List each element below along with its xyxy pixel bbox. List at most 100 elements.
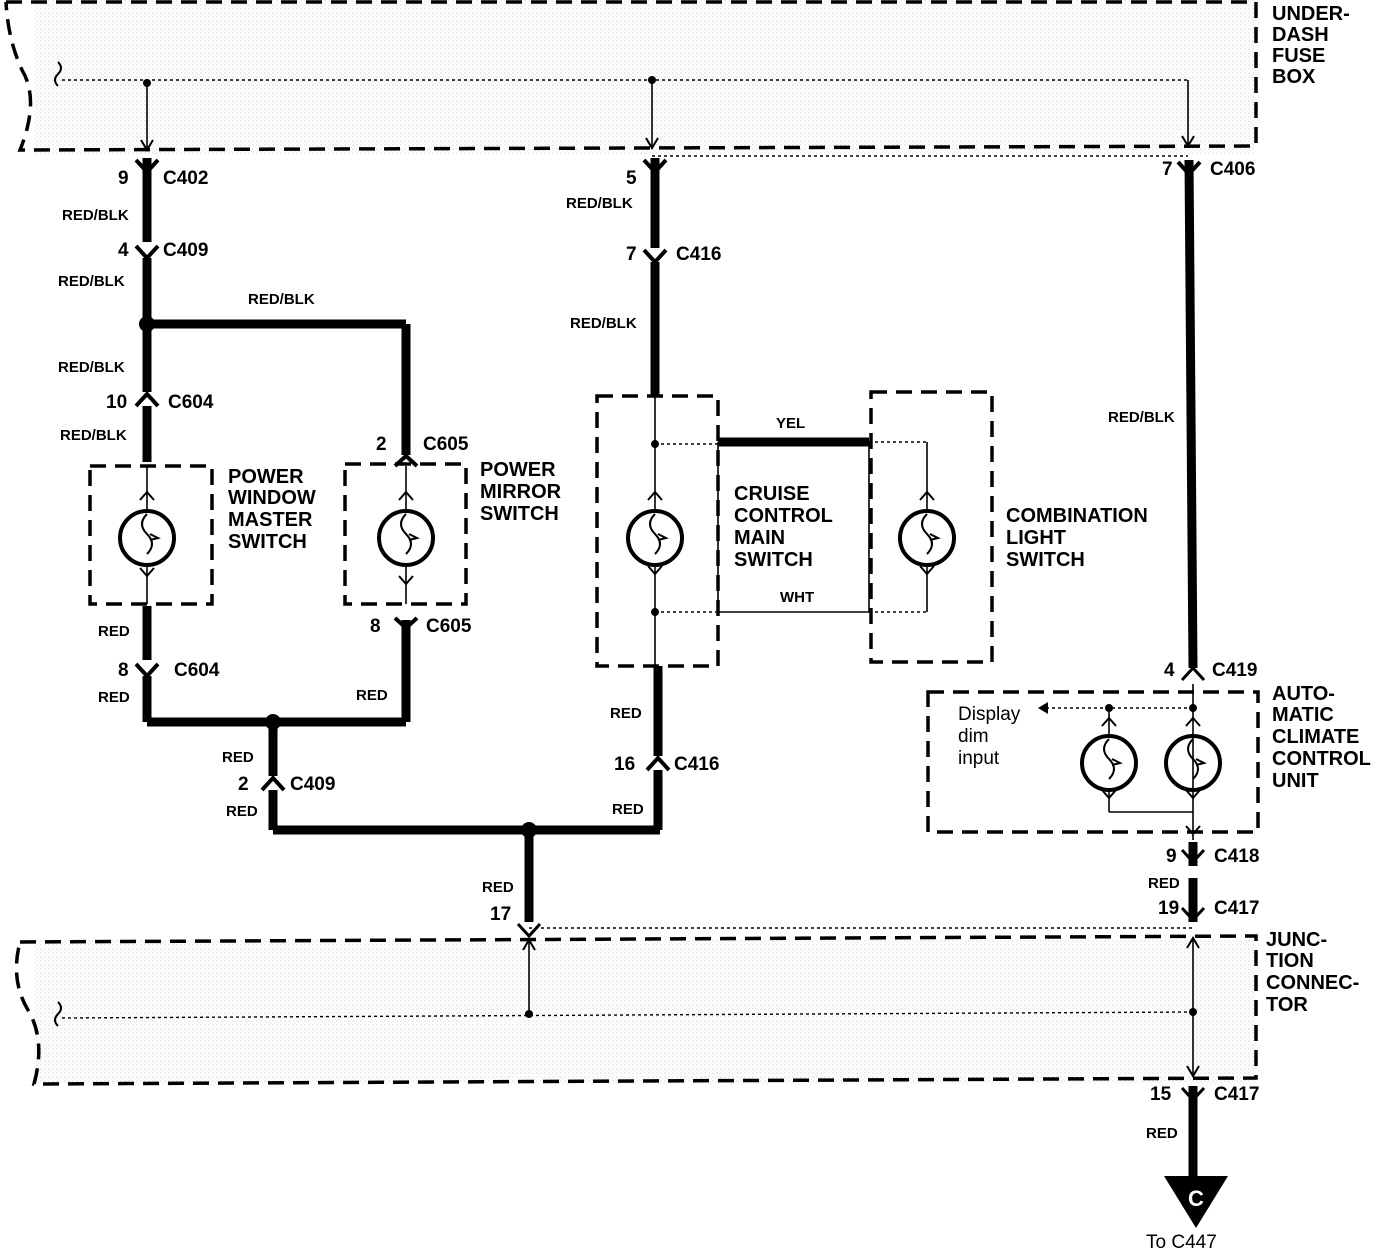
pin-19-c417: 19 (1158, 898, 1179, 919)
wire-color-label: YEL (776, 415, 805, 432)
arrow-down-icon (140, 139, 154, 152)
switch-icon (626, 509, 684, 567)
power-window-master-switch (88, 464, 214, 606)
climate-label-2: MATIC (1272, 704, 1334, 726)
power-mirror-label-2: MIRROR (480, 481, 562, 503)
pin-7-c406: 7 (1162, 159, 1173, 180)
connector-c416-bot: C416 (674, 754, 719, 775)
arrow-up-icon (522, 938, 536, 951)
cruise-label-4: SWITCH (734, 549, 813, 571)
arrow-down-icon (1181, 135, 1195, 148)
ground-output (1164, 1086, 1228, 1228)
switch-icon (118, 509, 176, 567)
junction-label-2: TION (1266, 950, 1314, 972)
display-dim-label-3: input (958, 748, 1000, 769)
pin-4-c419: 4 (1164, 660, 1175, 681)
connector-c604-top: C604 (168, 392, 214, 413)
junction-label-1: JUNC- (1266, 929, 1327, 951)
pin-8-c605: 8 (370, 616, 381, 637)
pin-8-c604: 8 (118, 660, 129, 681)
pin-4-c409: 4 (118, 240, 129, 261)
wire-color-label: RED/BLK (1108, 409, 1175, 426)
wire-color-label: RED/BLK (62, 207, 129, 224)
cruise-label-1: CRUISE (734, 483, 810, 505)
pin-2-c605: 2 (376, 434, 387, 455)
under-dash-fuse-box (4, 0, 1258, 157)
wire-color-label: RED (610, 705, 642, 722)
connector-c402: C402 (163, 168, 208, 189)
connector-c418: C418 (1214, 846, 1259, 867)
reference-letter: C (1188, 1186, 1204, 1211)
junction-connector (14, 922, 1258, 1086)
connector-c416-top: C416 (676, 244, 721, 265)
pin-5: 5 (626, 168, 637, 189)
wire-color-label: RED/BLK (566, 195, 633, 212)
pin-10-c604: 10 (106, 392, 127, 413)
fuse-box-label-2: DASH (1272, 24, 1329, 46)
left-branch-wiring (134, 158, 660, 922)
pin-16-c416: 16 (614, 754, 635, 775)
junction-label-4: TOR (1266, 994, 1308, 1016)
connector-c409-bot: C409 (290, 774, 335, 795)
junction-label-3: CONNEC- (1266, 972, 1359, 994)
power-window-label-4: SWITCH (228, 531, 307, 553)
pin-15-c417: 15 (1150, 1084, 1172, 1105)
wire-color-label: WHT (780, 589, 814, 606)
wire-color-label: RED (98, 689, 130, 706)
wire-color-label: RED/BLK (60, 427, 127, 444)
display-dim-label-2: dim (958, 726, 989, 747)
middle-branch-wiring (642, 158, 870, 830)
switch-icon (898, 509, 956, 567)
combination-label-2: LIGHT (1006, 527, 1066, 549)
wire-color-label: RED (1148, 875, 1180, 892)
cruise-label-3: MAIN (734, 527, 785, 549)
fuse-box-label-1: UNDER- (1272, 3, 1350, 25)
wire-color-label: RED (226, 803, 258, 820)
wire-color-label: RED (482, 879, 514, 896)
wire-color-label: RED/BLK (58, 359, 125, 376)
fuse-box-label-3: FUSE (1272, 45, 1325, 67)
wire-color-label: RED (1146, 1125, 1178, 1142)
climate-label-5: UNIT (1272, 770, 1319, 792)
arrow-up-icon (1186, 936, 1200, 949)
wire-color-label: RED (356, 687, 388, 704)
wire-color-label: RED/BLK (58, 273, 125, 290)
connector-c605-bot: C605 (426, 616, 472, 637)
wire-color-label: RED/BLK (570, 315, 637, 332)
power-mirror-switch (343, 462, 468, 606)
pin-9-c418: 9 (1166, 846, 1177, 867)
connector-c417-top: C417 (1214, 898, 1259, 919)
cruise-label-2: CONTROL (734, 505, 833, 527)
power-window-label-3: MASTER (228, 509, 313, 531)
pin-9-c402: 9 (118, 168, 129, 189)
reference-note: To C447 (1146, 1232, 1217, 1252)
busbar-break-icon (54, 61, 62, 87)
combination-label-1: COMBINATION (1006, 505, 1148, 527)
switch-icon (1164, 734, 1222, 792)
combination-label-3: SWITCH (1006, 549, 1085, 571)
connector-c419: C419 (1212, 660, 1257, 681)
connector-c409-top: C409 (163, 240, 208, 261)
arrow-down-icon (645, 137, 659, 150)
power-mirror-label-1: POWER (480, 459, 556, 481)
busbar-break-icon (54, 1001, 62, 1027)
switch-icon (377, 509, 435, 567)
connector-c406: C406 (1210, 159, 1255, 180)
pin-2-c409: 2 (238, 774, 249, 795)
arrow-left-icon (1038, 702, 1048, 714)
fuse-box-label-4: BOX (1272, 66, 1316, 88)
pin-17: 17 (490, 904, 511, 925)
wire-color-label: RED/BLK (248, 291, 315, 308)
climate-label-3: CLIMATE (1272, 726, 1359, 748)
climate-label-1: AUTO- (1272, 683, 1335, 705)
power-window-label-2: WINDOW (228, 487, 316, 509)
wire-color-label: RED (612, 801, 644, 818)
connector-c605-top: C605 (423, 434, 469, 455)
switch-icon (1080, 734, 1138, 792)
pin-7-c416: 7 (626, 244, 637, 265)
wire-color-label: RED (98, 623, 130, 640)
arrow-down-icon (1186, 1065, 1200, 1078)
power-mirror-label-3: SWITCH (480, 503, 559, 525)
